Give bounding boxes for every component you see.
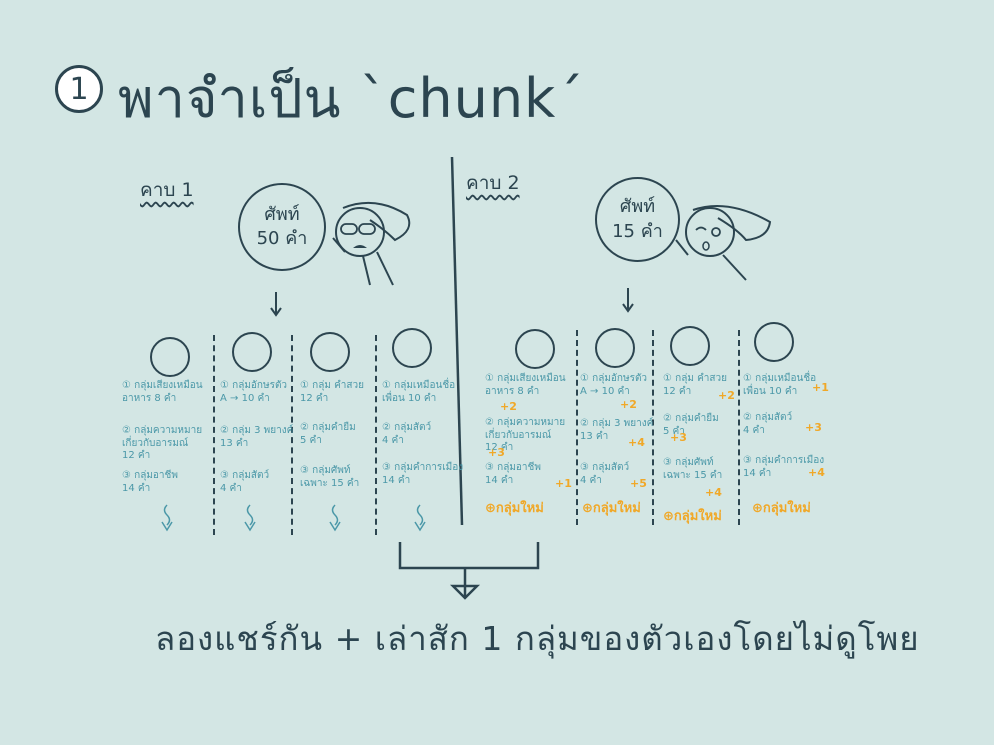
right-group-1-item-2: ② กลุ่มความหมาย เกี่ยวกับอารมณ์ 12 คำ xyxy=(485,417,566,453)
bubble-2-line-2: 15 คำ xyxy=(612,220,663,242)
column-separator xyxy=(213,335,215,535)
student-face-4-icon xyxy=(392,328,432,368)
down-arrow-icon xyxy=(622,288,634,313)
word-count-bubble-1: ศัพท์ 50 คำ xyxy=(238,183,326,271)
merge-bracket-arrow-icon xyxy=(398,542,540,600)
right-group-2-plus-1: +2 xyxy=(620,398,637,411)
column-separator xyxy=(738,330,740,525)
student-face-1-icon xyxy=(150,337,190,377)
bubble-1-line-1: ศัพท์ xyxy=(264,203,300,225)
right-group-1-item-3: ③ กลุ่มอาชีพ 14 คำ xyxy=(485,462,541,486)
student-face-1-icon xyxy=(515,329,555,369)
title-number: 1 xyxy=(55,65,103,113)
right-group-2-new: ⊕กลุ่มใหม่ xyxy=(582,501,641,516)
teacher-figure-icon xyxy=(332,201,411,286)
right-group-3-plus-2: +3 xyxy=(670,431,687,444)
right-group-4-new: ⊕กลุ่มใหม่ xyxy=(752,501,811,516)
left-group-2-item-2: ② กลุ่ม 3 พยางค์ 13 คำ xyxy=(220,425,294,449)
right-group-3-plus-3: +4 xyxy=(705,486,722,499)
left-group-1-item-2: ② กลุ่มความหมาย เกี่ยวกับอารมณ์ 12 คำ xyxy=(122,425,203,461)
column-separator xyxy=(291,335,293,535)
right-group-1-plus-2: +3 xyxy=(488,446,505,459)
bubble-1-line-2: 50 คำ xyxy=(256,228,308,249)
right-group-4-item-2: ② กลุ่มสัตว์ 4 คำ xyxy=(743,412,793,436)
left-group-1-item-1: ① กลุ่มเสียงเหมือน อาหาร 8 คำ xyxy=(122,380,203,404)
left-group-1-item-3: ③ กลุ่มอาชีพ 14 คำ xyxy=(122,470,178,494)
instruction-text: ลองแชร์กัน + เล่าสัก 1 กลุ่มของตัวเองโดย… xyxy=(155,619,920,658)
right-group-2-item-3: ③ กลุ่มสัตว์ 4 คำ xyxy=(580,462,630,486)
right-group-4-plus-3: +4 xyxy=(808,466,825,479)
right-group-4-item-1: ① กลุ่มเหมือนชื่อ เพื่อน 10 คำ xyxy=(743,373,817,397)
right-group-3-item-3: ③ กลุ่มศัพท์ เฉพาะ 15 คำ xyxy=(663,457,723,481)
left-group-4-item-3: ③ กลุ่มคำการเมือง 14 คำ xyxy=(382,462,464,486)
right-group-3-item-2: ② กลุ่มคำยืม 5 คำ xyxy=(663,413,719,437)
period-2-label: คาบ 2 xyxy=(466,172,520,194)
student-face-2-icon xyxy=(595,328,635,368)
right-group-1-new: ⊕กลุ่มใหม่ xyxy=(485,501,544,516)
left-group-4-item-2: ② กลุ่มสัตว์ 4 คำ xyxy=(382,422,432,446)
right-group-3-item-1: ① กลุ่ม คำสวย 12 คำ xyxy=(663,373,727,397)
right-group-4-item-3: ③ กลุ่มคำการเมือง 14 คำ xyxy=(743,455,825,479)
student-face-4-icon xyxy=(754,322,794,362)
word-count-bubble-2: ศัพท์ 15 คำ xyxy=(595,177,680,262)
right-group-4-plus-1: +1 xyxy=(812,381,829,394)
teacher-figure-icon xyxy=(675,205,772,281)
right-group-3-plus-1: +2 xyxy=(718,389,735,402)
right-group-4-plus-2: +3 xyxy=(805,421,822,434)
right-group-3-new: ⊕กลุ่มใหม่ xyxy=(663,509,722,524)
bubble-2-line-1: ศัพท์ xyxy=(619,196,656,218)
left-group-2-item-1: ① กลุ่มอักษรตัว A → 10 คำ xyxy=(220,380,288,404)
page-title: พาจำเป็น `chunk´ xyxy=(118,67,585,130)
right-group-2-plus-3: +5 xyxy=(630,477,647,490)
right-group-2-item-2: ② กลุ่ม 3 พยางค์ 13 คำ xyxy=(580,418,654,442)
period-1-label: คาบ 1 xyxy=(140,179,194,201)
right-group-1-item-1: ① กลุ่มเสียงเหมือน อาหาร 8 คำ xyxy=(485,373,566,397)
period-divider xyxy=(450,156,464,526)
right-group-1-plus-3: +1 xyxy=(555,477,572,490)
left-group-2-item-3: ③ กลุ่มสัตว์ 4 คำ xyxy=(220,470,270,494)
down-arrow-icon xyxy=(270,292,282,317)
left-group-3-item-1: ① กลุ่ม คำสวย 12 คำ xyxy=(300,380,364,404)
student-face-3-icon xyxy=(310,332,350,372)
student-face-2-icon xyxy=(232,332,272,372)
continue-arrows-icon xyxy=(161,504,426,532)
left-group-3-item-2: ② กลุ่มคำยืม 5 คำ xyxy=(300,422,356,446)
left-group-4-item-1: ① กลุ่มเหมือนชื่อ เพื่อน 10 คำ xyxy=(382,380,456,404)
column-separator xyxy=(375,335,377,535)
right-group-1-plus-1: +2 xyxy=(500,400,517,413)
right-group-2-item-1: ① กลุ่มอักษรตัว A → 10 คำ xyxy=(580,373,648,397)
right-group-2-plus-2: +4 xyxy=(628,436,645,449)
column-separator xyxy=(576,330,578,525)
student-face-3-icon xyxy=(670,326,710,366)
left-group-3-item-3: ③ กลุ่มศัพท์ เฉพาะ 15 คำ xyxy=(300,465,360,489)
column-separator xyxy=(652,330,654,525)
